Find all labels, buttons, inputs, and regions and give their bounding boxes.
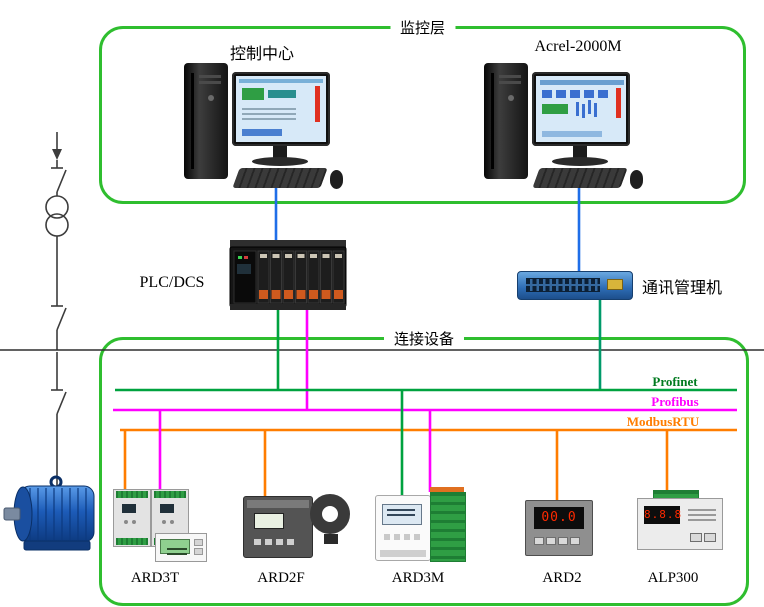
computer-tower — [484, 63, 528, 179]
scada-screen — [536, 76, 626, 142]
keyboard — [232, 168, 328, 188]
ard2f-meter — [243, 496, 313, 558]
power-button — [508, 95, 514, 101]
switch-ports — [526, 278, 600, 292]
tower-vent — [191, 73, 194, 169]
ard3m-terminal-cap — [430, 487, 464, 493]
ard2f-ct-mount — [324, 534, 338, 544]
profibus-bus-label: Profibus — [651, 394, 699, 409]
modbus-bus-label: ModbusRTU — [626, 414, 700, 429]
profinet-bus-label: Profinet — [652, 374, 698, 389]
tower-vent — [491, 73, 494, 169]
monitor-stand-base — [252, 157, 308, 166]
acrel-2000m-title: Acrel-2000M — [534, 38, 622, 55]
ard2-display: 00.0 — [534, 507, 584, 529]
device-alp300: 8.8.8 — [633, 490, 725, 560]
device-ard2: 00.0 — [523, 497, 595, 559]
control-center-title: 控制中心 — [229, 46, 294, 63]
computer-monitor — [232, 72, 330, 146]
tower-drive-bay — [199, 75, 221, 78]
gateway-switch — [517, 266, 633, 300]
monitor-stand — [273, 146, 287, 159]
gateway-label: 通讯管理机 — [642, 280, 723, 297]
device-ard2f — [240, 488, 356, 560]
transformer-symbol — [45, 195, 69, 219]
alp300-display: 8.8.8 — [644, 506, 681, 524]
feeder-one-line — [45, 132, 69, 486]
motor — [0, 468, 110, 564]
control-center-workstation — [184, 60, 344, 200]
alp300-body: 8.8.8 — [637, 498, 723, 550]
power-button — [208, 95, 214, 101]
ard3t-display-unit — [155, 533, 207, 562]
ard3m-main-unit — [375, 495, 431, 561]
computer-monitor — [532, 72, 630, 146]
keyboard — [532, 168, 628, 188]
ard2f-ct-ring — [310, 494, 350, 534]
scada-screen — [236, 76, 326, 142]
plc-label: PLC/DCS — [139, 274, 205, 291]
plc-rack — [228, 230, 348, 315]
device-ard3m — [372, 487, 477, 567]
ard2f-label: ARD2F — [257, 570, 305, 586]
device-ard3t — [110, 487, 208, 565]
switch-uplink-ports — [607, 279, 623, 290]
ard3m-label: ARD3M — [391, 570, 445, 586]
alp300-label: ALP300 — [647, 570, 699, 586]
mouse — [630, 170, 643, 189]
device-layer-box: 连接设备 — [99, 328, 749, 606]
monitoring-layer-label: 监控层 — [389, 17, 456, 38]
computer-tower — [184, 63, 228, 179]
device-layer-label: 连接设备 — [383, 328, 465, 349]
ard2-meter: 00.0 — [525, 500, 593, 556]
monitoring-layer-box: 监控层 — [99, 17, 746, 204]
ard3t-module-a — [113, 489, 151, 547]
monitor-stand — [573, 146, 587, 159]
mouse — [330, 170, 343, 189]
monitor-stand-base — [552, 157, 608, 166]
ard3t-label: ARD3T — [130, 570, 180, 586]
ard3m-terminal-block — [430, 492, 466, 562]
tower-drive-bay — [499, 75, 521, 78]
ard2-label: ARD2 — [542, 570, 582, 586]
feeder-arrow-icon — [52, 149, 62, 160]
acrel-2000m-workstation — [484, 60, 644, 200]
